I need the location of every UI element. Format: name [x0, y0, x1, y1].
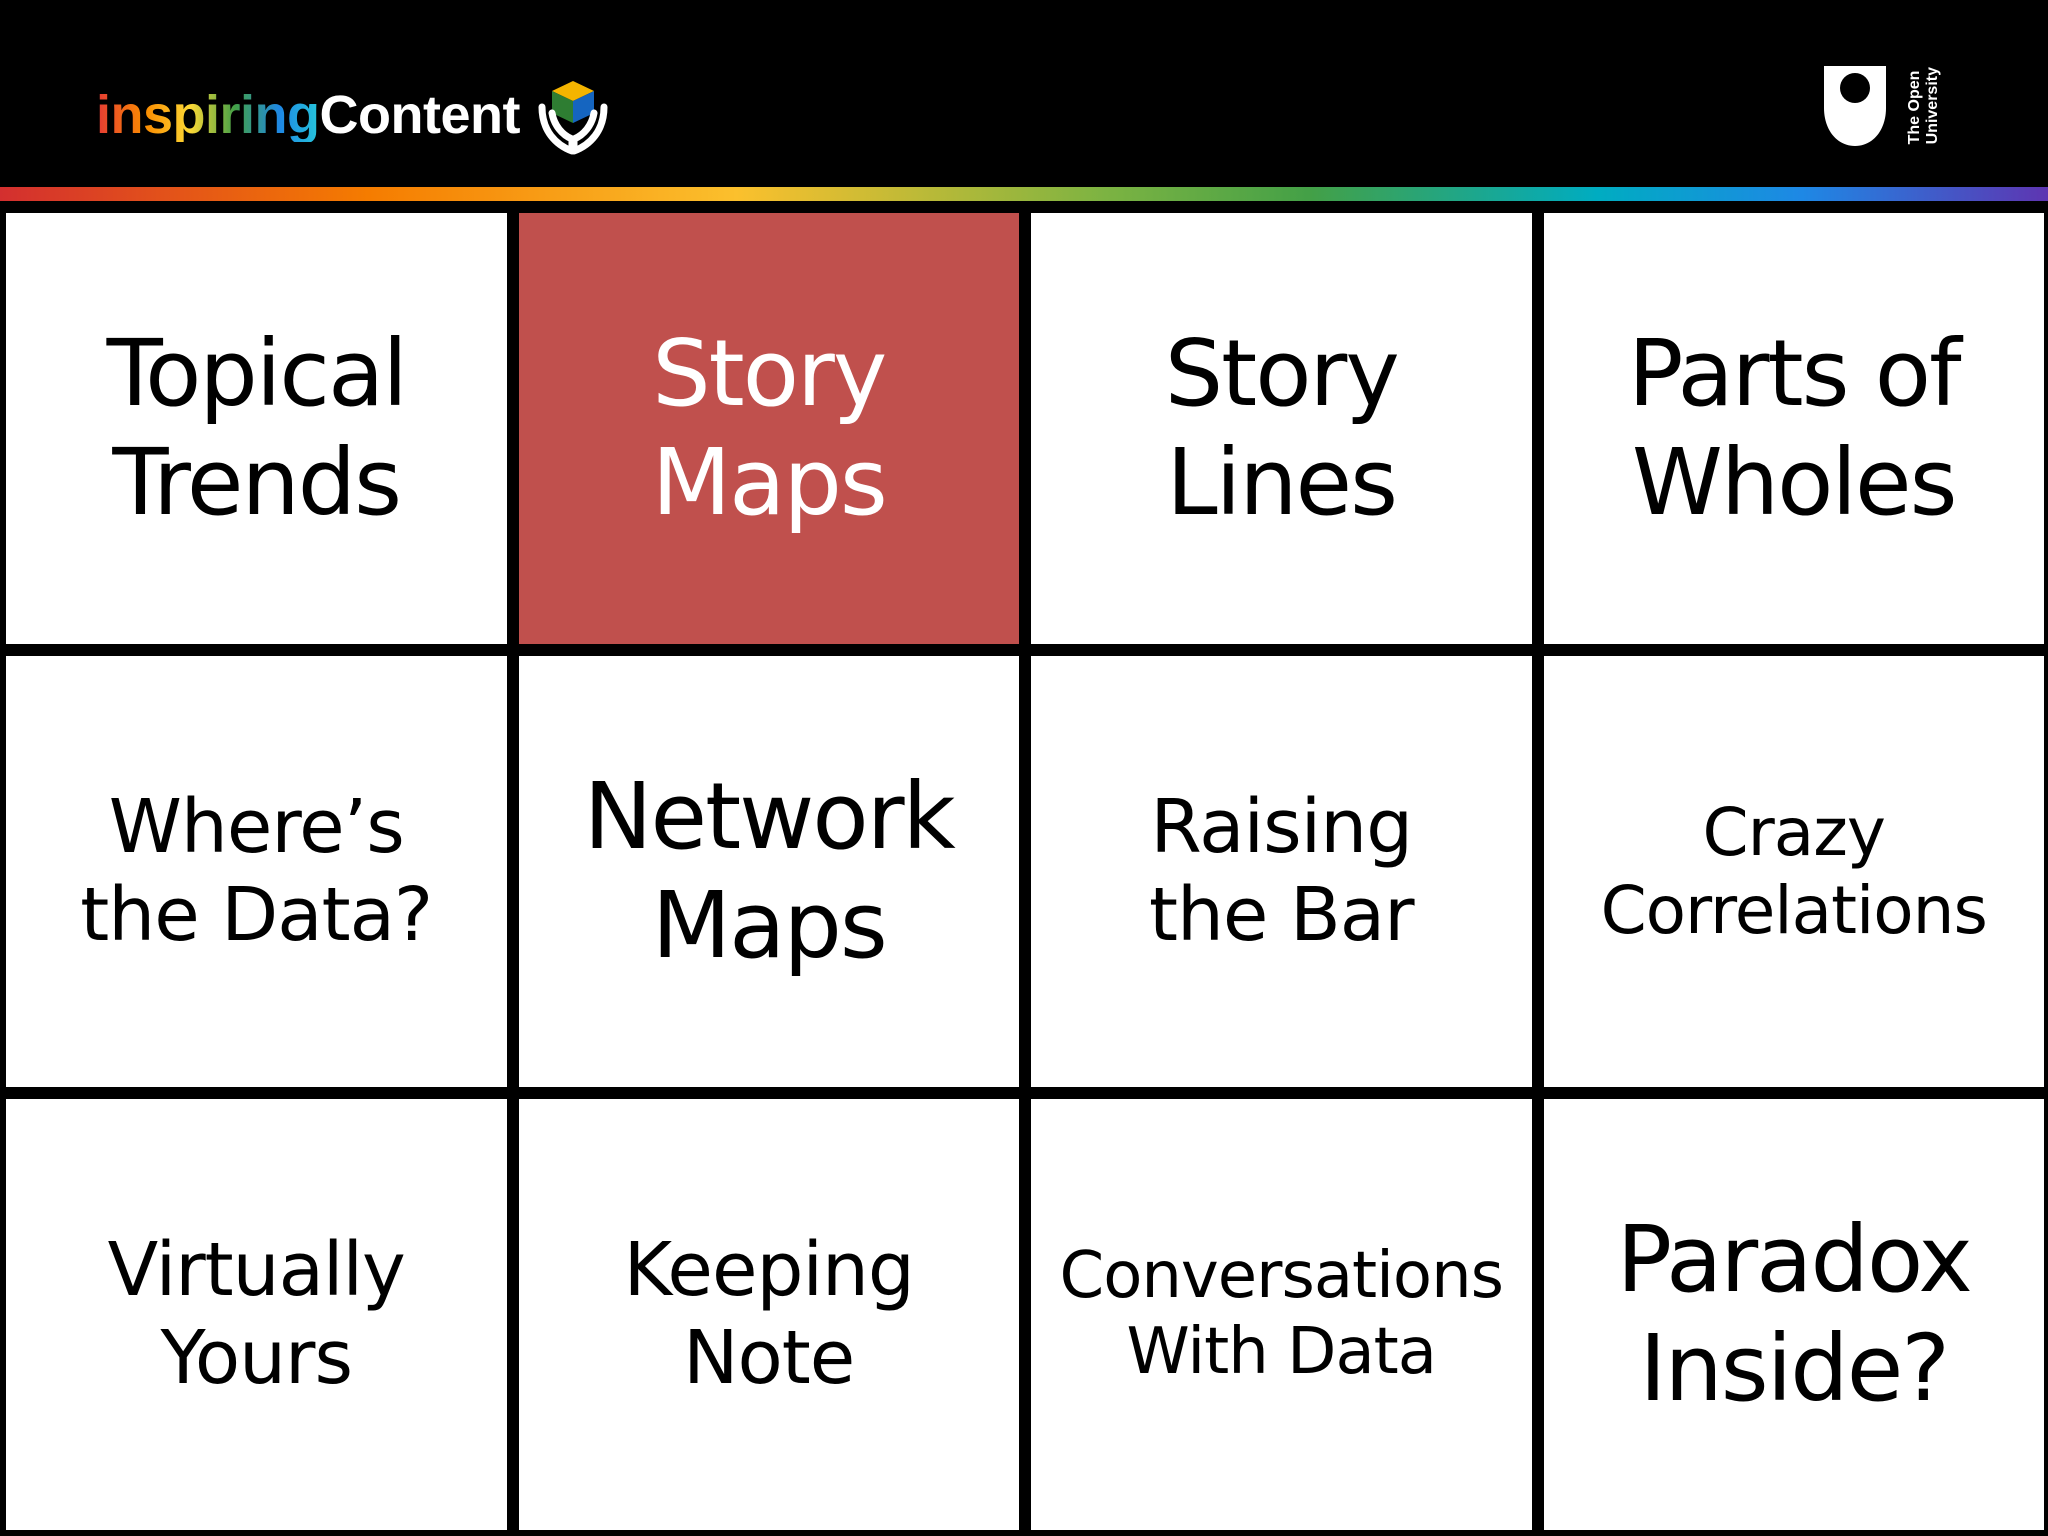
topic-tile-parts-of-wholes[interactable]: Parts of Wholes: [1543, 213, 2044, 644]
topic-label-paradox-inside: Paradox Inside?: [1616, 1205, 1973, 1422]
topic-label-network-maps: Network Maps: [583, 762, 956, 979]
topic-tile-story-lines[interactable]: Story Lines: [1031, 213, 1532, 644]
topic-label-parts-of-wholes: Parts of Wholes: [1628, 319, 1961, 536]
topic-label-conversations-with-data: Conversations With Data: [1059, 1238, 1504, 1389]
open-university-text: The Open University: [1906, 67, 1941, 145]
topic-tile-paradox-inside[interactable]: Paradox Inside?: [1543, 1099, 2044, 1530]
topic-grid: Topical Trends Story Maps Story Lines Pa…: [0, 201, 2048, 1536]
topic-label-keeping-note: Keeping Note: [623, 1227, 915, 1401]
topic-label-story-maps: Story Maps: [651, 319, 888, 536]
brand-content-text: Content: [319, 85, 521, 145]
topic-tile-conversations-with-data[interactable]: Conversations With Data: [1031, 1099, 1532, 1530]
topic-tile-story-maps[interactable]: Story Maps: [518, 213, 1019, 644]
topic-label-raising-the-bar: Raising the Bar: [1148, 784, 1415, 958]
page-header: inspiring Content The Open University: [0, 0, 2048, 187]
topic-tile-wheres-the-data[interactable]: Where’s the Data?: [6, 656, 507, 1087]
topic-label-story-lines: Story Lines: [1164, 319, 1400, 536]
inspiring-content-logo: inspiring Content: [96, 70, 612, 160]
topic-label-wheres-the-data: Where’s the Data?: [80, 784, 433, 958]
rainbow-divider: [0, 187, 2048, 201]
topic-label-virtually-yours: Virtually Yours: [107, 1227, 406, 1401]
topic-tile-virtually-yours[interactable]: Virtually Yours: [6, 1099, 507, 1530]
topic-tile-keeping-note[interactable]: Keeping Note: [518, 1099, 1019, 1530]
open-university-logo: The Open University: [1818, 62, 1942, 150]
topic-label-crazy-correlations: Crazy Correlations: [1600, 793, 1988, 949]
topic-tile-crazy-correlations[interactable]: Crazy Correlations: [1543, 656, 2044, 1087]
brand-wordmark: inspiring Content: [96, 88, 520, 142]
topic-tile-network-maps[interactable]: Network Maps: [518, 656, 1019, 1087]
topic-tile-topical-trends[interactable]: Topical Trends: [6, 213, 507, 644]
topic-tile-raising-the-bar[interactable]: Raising the Bar: [1031, 656, 1532, 1087]
open-university-shield-icon: [1824, 66, 1886, 146]
hands-cube-icon: [538, 81, 608, 155]
topic-label-topical-trends: Topical Trends: [106, 319, 408, 536]
brand-inspiring-text: inspiring: [96, 85, 320, 145]
